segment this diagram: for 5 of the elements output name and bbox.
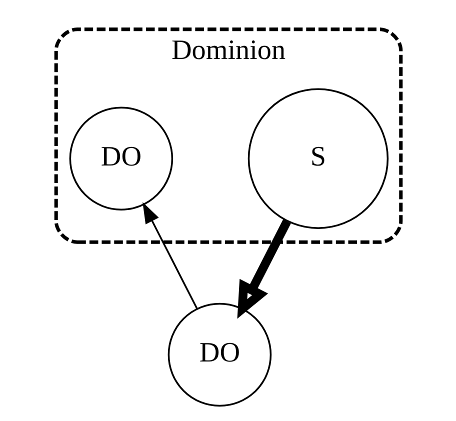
node-circle: S xyxy=(247,88,388,229)
arrow xyxy=(142,202,198,309)
node-circle: DO xyxy=(68,106,173,210)
node-circle: DO xyxy=(167,302,272,407)
arrow xyxy=(236,219,290,319)
